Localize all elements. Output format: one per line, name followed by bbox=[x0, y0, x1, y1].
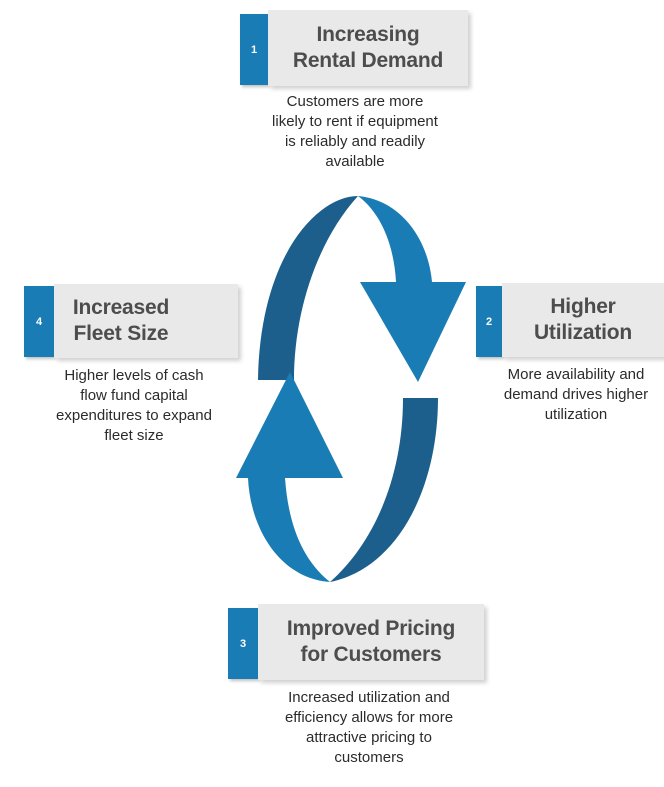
upper-loop-ribbon bbox=[358, 196, 432, 282]
step-1-desc-line: is reliably and readily bbox=[284, 133, 426, 150]
step-1-desc-line: available bbox=[325, 153, 385, 170]
step-1-desc-line: likely to rent if equipment bbox=[272, 113, 438, 130]
step-2-desc-line: demand drives higher bbox=[503, 386, 649, 403]
step-4-desc-line: Higher levels of cash bbox=[64, 367, 204, 384]
step-4-title-line: Increased bbox=[72, 296, 170, 319]
step-3-number-badge: 3 bbox=[228, 608, 258, 679]
step-2-number: 2 bbox=[485, 315, 493, 328]
step-2-title-box: Higher Utilization bbox=[502, 283, 664, 357]
step-4-description: Higher levels of cash flow fund capital … bbox=[28, 366, 240, 446]
step-1-title-line: Increasing bbox=[316, 23, 420, 46]
step-1-title-box: Increasing Rental Demand bbox=[268, 10, 468, 86]
lower-loop-light-band bbox=[248, 478, 330, 582]
step-3-title-box: Improved Pricing for Customers bbox=[258, 604, 484, 680]
step-2-title: Higher Utilization bbox=[534, 294, 632, 346]
step-1-description: Customers are more likely to rent if equ… bbox=[250, 92, 460, 172]
step-4: 4 Increased Fleet Size bbox=[24, 284, 238, 360]
step-3-desc-line: Increased utilization and bbox=[288, 689, 450, 706]
step-1-number: 1 bbox=[250, 43, 258, 56]
step-3-title-line: Improved Pricing bbox=[286, 617, 456, 640]
step-3-title: Improved Pricing for Customers bbox=[286, 616, 456, 668]
step-1: 1 Increasing Rental Demand bbox=[240, 10, 470, 190]
lower-loop-dark-band bbox=[330, 398, 438, 582]
upper-arrowhead bbox=[360, 282, 466, 382]
step-4-title-box: Increased Fleet Size bbox=[54, 284, 238, 358]
step-4-title-line: Fleet Size bbox=[73, 322, 169, 345]
step-3-desc-line: customers bbox=[334, 749, 404, 766]
step-2-title-line: Utilization bbox=[533, 321, 633, 344]
step-2-desc-line: More availability and bbox=[507, 366, 645, 383]
step-2: 2 Higher Utilization bbox=[476, 283, 664, 359]
step-4-desc-line: fleet size bbox=[104, 427, 164, 444]
step-1-number-badge: 1 bbox=[240, 14, 268, 85]
step-4-title: Increased Fleet Size bbox=[73, 295, 169, 347]
top-right-arrow bbox=[258, 196, 466, 382]
step-2-description: More availability and demand drives high… bbox=[488, 365, 664, 425]
step-3-number: 3 bbox=[239, 637, 247, 650]
step-2-desc-line: utilization bbox=[544, 406, 608, 423]
step-4-number: 4 bbox=[35, 315, 43, 328]
step-1-desc-line: Customers are more bbox=[286, 93, 424, 110]
upper-loop-dark-band bbox=[258, 196, 358, 380]
step-3-desc-line: attractive pricing to bbox=[306, 729, 432, 746]
step-3: 3 Improved Pricing for Customers bbox=[228, 604, 484, 682]
step-3-description: Increased utilization and efficiency all… bbox=[256, 688, 482, 768]
bottom-left-arrow bbox=[236, 372, 438, 582]
lower-arrowhead bbox=[236, 372, 343, 478]
step-1-title-line: Rental Demand bbox=[292, 49, 444, 72]
step-2-number-badge: 2 bbox=[476, 286, 502, 357]
step-4-desc-line: expenditures to expand bbox=[56, 407, 212, 424]
step-3-desc-line: efficiency allows for more bbox=[284, 709, 454, 726]
step-3-title-line: for Customers bbox=[300, 643, 442, 666]
step-1-title: Increasing Rental Demand bbox=[293, 22, 443, 74]
step-2-title-line: Higher bbox=[550, 295, 616, 318]
step-4-desc-line: flow fund capital bbox=[80, 387, 188, 404]
step-4-number-badge: 4 bbox=[24, 286, 54, 357]
